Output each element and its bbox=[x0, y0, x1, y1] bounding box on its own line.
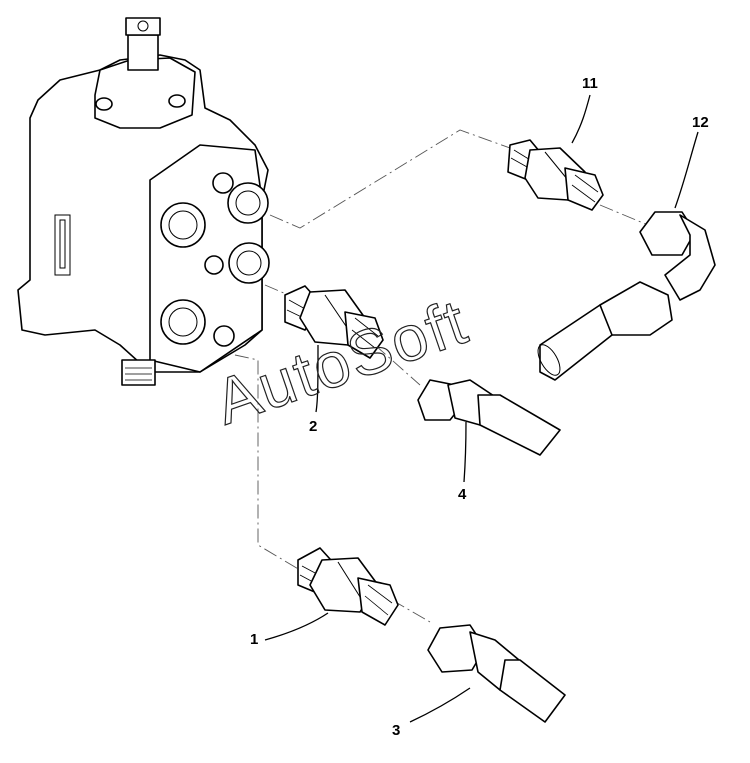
valve-body bbox=[17, 17, 270, 386]
hose-3 bbox=[427, 624, 566, 723]
callout-12: 12 bbox=[692, 114, 709, 131]
callout-2: 2 bbox=[309, 418, 317, 435]
callout-4: 4 bbox=[458, 486, 467, 503]
adaptor-1 bbox=[297, 547, 399, 626]
leader-lines bbox=[264, 94, 699, 723]
hose-4 bbox=[417, 379, 561, 456]
callouts: 11 12 2 4 1 3 bbox=[250, 75, 709, 739]
callout-11: 11 bbox=[582, 75, 598, 92]
assembly-centerlines bbox=[234, 129, 649, 623]
callout-3: 3 bbox=[392, 722, 400, 739]
adaptor-11 bbox=[507, 139, 604, 211]
callout-1: 1 bbox=[250, 631, 258, 648]
hose-elbow-12 bbox=[537, 211, 716, 381]
adaptor-2 bbox=[284, 285, 384, 359]
